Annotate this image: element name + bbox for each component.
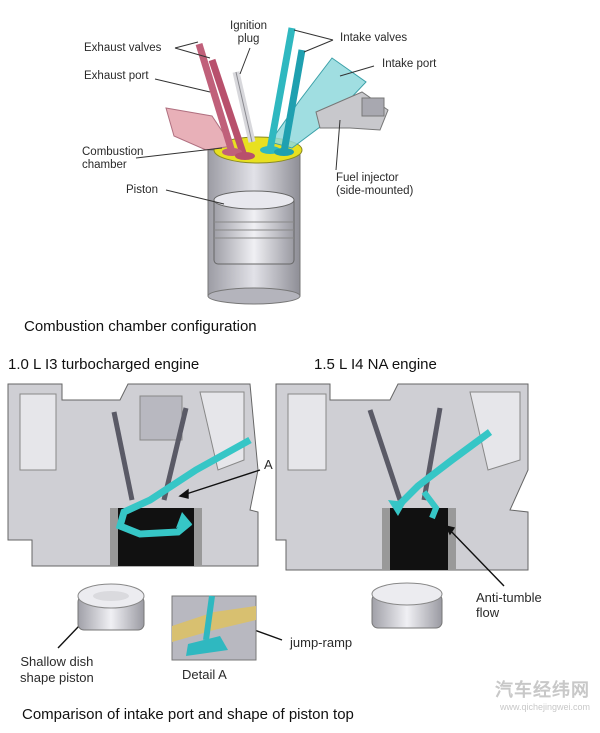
leader-lines-top xyxy=(135,29,375,205)
subtitle-left: 1.0 L I3 turbocharged engine xyxy=(8,356,200,373)
label-exhaust-valves: Exhaust valves xyxy=(84,42,162,54)
caption-bottom: Comparison of intake port and shape of p… xyxy=(22,706,354,723)
label-shallow-dish: Shallow dish shape piston xyxy=(20,654,94,685)
label-jump-ramp: jump-ramp xyxy=(290,635,353,650)
engine-section-left xyxy=(7,383,259,567)
label-combustion-chamber: Combustion chamber xyxy=(82,146,144,171)
label-intake-port: Intake port xyxy=(382,58,437,70)
label-piston: Piston xyxy=(126,184,158,196)
watermark: 汽车经纬网 www.qichejingwei.com xyxy=(495,676,590,712)
na-piston xyxy=(371,582,443,629)
engine-cutaway-top xyxy=(165,27,389,305)
label-anti-tumble-flow: Anti-tumble flow xyxy=(476,590,542,620)
label-detail-a: Detail A xyxy=(182,667,227,682)
label-fuel-injector: Fuel injector (side-mounted) xyxy=(336,172,414,197)
shallow-dish-piston xyxy=(77,583,145,631)
label-a-marker: A xyxy=(264,457,273,472)
subtitle-right: 1.5 L I4 NA engine xyxy=(314,356,437,373)
watermark-text: 汽车经纬网 xyxy=(495,680,590,700)
label-intake-valves: Intake valves xyxy=(340,32,408,44)
label-exhaust-port: Exhaust port xyxy=(84,70,149,82)
engine-section-right xyxy=(275,383,529,571)
detail-a-image xyxy=(171,595,257,661)
watermark-url: www.qichejingwei.com xyxy=(499,702,590,712)
caption-top: Combustion chamber configuration xyxy=(24,318,257,335)
label-ignition-plug: Ignition plug xyxy=(230,20,268,45)
